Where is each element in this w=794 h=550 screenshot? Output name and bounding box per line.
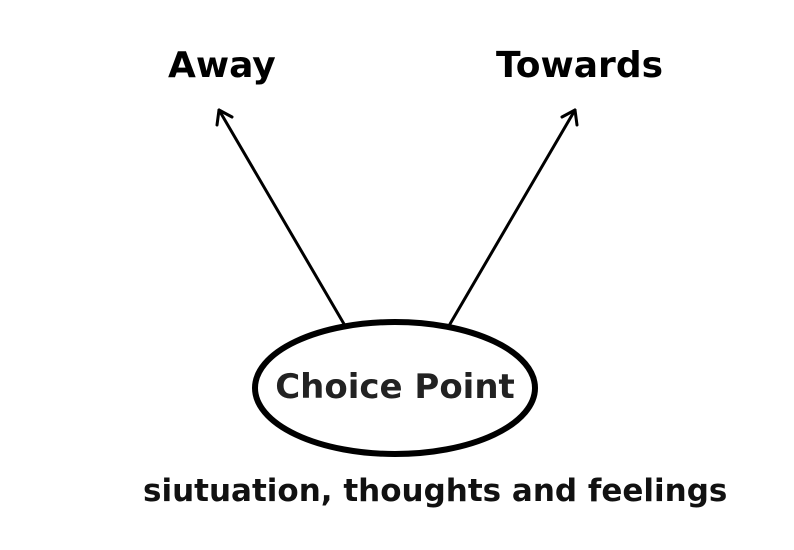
away-label: Away <box>168 45 276 86</box>
arrow-towards <box>448 108 579 326</box>
choice-point-label: Choice Point <box>275 367 515 407</box>
arrow-towards-head <box>560 108 579 127</box>
arrow-away <box>215 108 346 326</box>
choice-point-ellipse <box>252 319 538 457</box>
caption-label: siutuation, thoughts and feelings <box>143 473 728 509</box>
arrow-towards-line <box>448 108 577 326</box>
arrow-away-line <box>217 108 346 326</box>
towards-label: Towards <box>496 45 664 86</box>
arrow-away-head <box>215 108 234 127</box>
